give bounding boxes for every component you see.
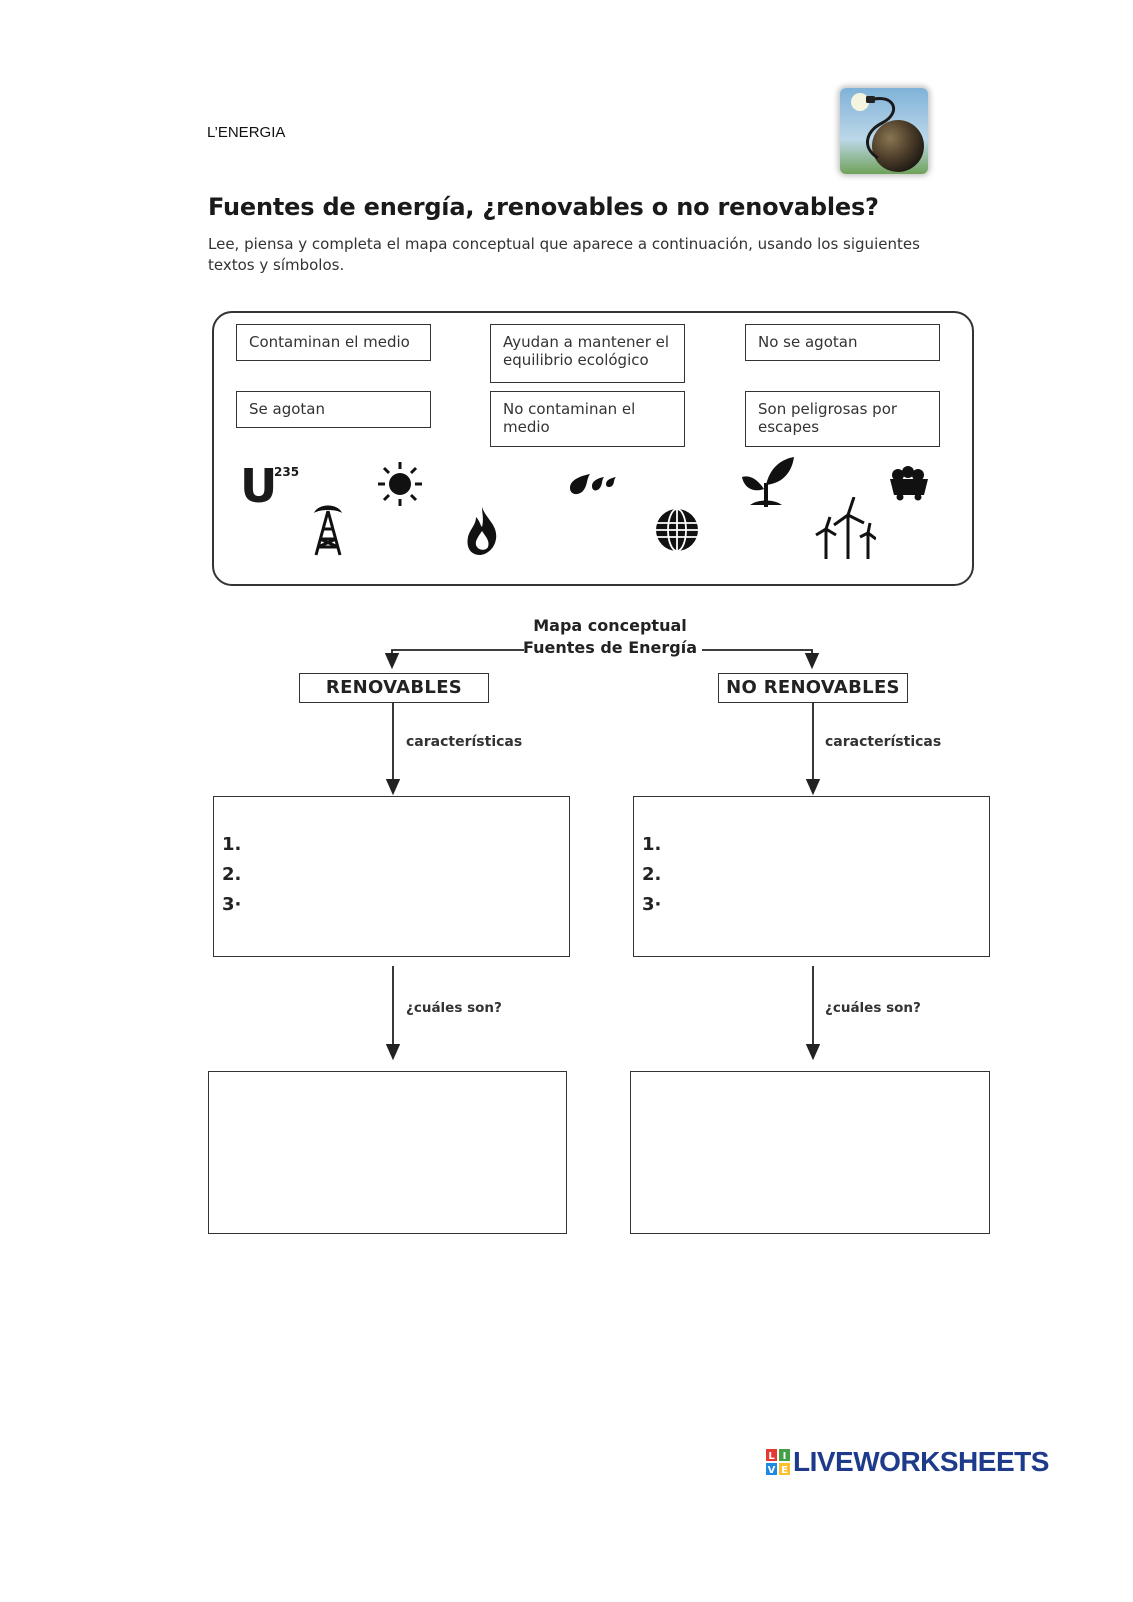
oil-derrick-icon[interactable]	[308, 501, 348, 557]
sun-icon[interactable]	[376, 460, 424, 508]
card-peligrosas-escapes[interactable]: Son peligrosas por escapes	[745, 391, 940, 447]
card-ayudan-equilibrio[interactable]: Ayudan a mantener el equilibrio ecológic…	[490, 324, 685, 383]
liveworksheets-logo-icon: L I V E	[766, 1449, 790, 1476]
word-bank-panel: Contaminan el medio Ayudan a mantener el…	[212, 311, 974, 586]
answer-drop-slot[interactable]	[241, 893, 541, 917]
answer-drop-slot[interactable]	[661, 893, 961, 917]
earth-with-power-plug-icon	[840, 88, 928, 174]
coal-cart-icon[interactable]	[888, 465, 930, 501]
wind-turbines-icon[interactable]	[810, 496, 877, 561]
gas-flame-icon[interactable]	[464, 505, 500, 557]
list-item: 2.	[222, 860, 541, 890]
svg-text:L: L	[768, 1451, 775, 1462]
list-item: 1.	[222, 830, 541, 860]
list-item: 1.	[642, 830, 961, 860]
card-no-contaminan[interactable]: No contaminan el medio	[490, 391, 685, 447]
svg-text:I: I	[783, 1451, 787, 1462]
concept-map-title-line2: Fuentes de Energía	[522, 638, 698, 657]
liveworksheets-brand-text: LIVEWORKSHEETS	[793, 1446, 1049, 1477]
no-renovables-box: NO RENOVABLES	[718, 673, 908, 703]
renovables-which-label: ¿cuáles son?	[406, 1000, 502, 1016]
concept-map-title-line1: Mapa conceptual	[533, 616, 687, 635]
page-title: Fuentes de energía, ¿renovables o no ren…	[208, 193, 879, 221]
uranium-235-icon[interactable]: U 235	[240, 459, 300, 513]
oil-drops-icon[interactable]	[566, 468, 622, 498]
concept-map-title: Mapa conceptual Fuentes de Energía	[460, 615, 760, 659]
answer-drop-slot[interactable]	[241, 863, 541, 887]
answer-drop-slot[interactable]	[661, 863, 961, 887]
card-contaminan-el-medio[interactable]: Contaminan el medio	[236, 324, 431, 361]
liveworksheets-logo: L I V E LIVEWORKSHEETS	[765, 1446, 1049, 1478]
svg-text:V: V	[768, 1465, 776, 1476]
svg-text:E: E	[781, 1465, 788, 1476]
renovables-characteristics-label: características	[406, 734, 523, 750]
list-item: 3·	[222, 890, 541, 920]
answer-drop-slot[interactable]	[241, 833, 541, 857]
list-item: 3·	[642, 890, 961, 920]
instructions-text: Lee, piensa y completa el mapa conceptua…	[208, 235, 920, 274]
document-header-label: L’ENERGIA	[207, 124, 286, 141]
no-renovables-characteristics-label: características	[825, 734, 942, 750]
no-renovables-characteristics-box[interactable]: 1. 2. 3·	[633, 796, 990, 957]
no-renovables-which-label: ¿cuáles son?	[825, 1000, 921, 1016]
card-se-agotan[interactable]: Se agotan	[236, 391, 431, 428]
renovables-characteristics-box[interactable]: 1. 2. 3·	[213, 796, 570, 957]
card-no-se-agotan[interactable]: No se agotan	[745, 324, 940, 361]
renovables-sources-box[interactable]	[208, 1071, 567, 1234]
renovables-box: RENOVABLES	[299, 673, 489, 703]
list-item: 2.	[642, 860, 961, 890]
no-renovables-sources-box[interactable]	[630, 1071, 990, 1234]
globe-icon[interactable]	[654, 507, 700, 553]
answer-drop-slot[interactable]	[661, 833, 961, 857]
plant-sprout-icon[interactable]	[740, 455, 796, 509]
